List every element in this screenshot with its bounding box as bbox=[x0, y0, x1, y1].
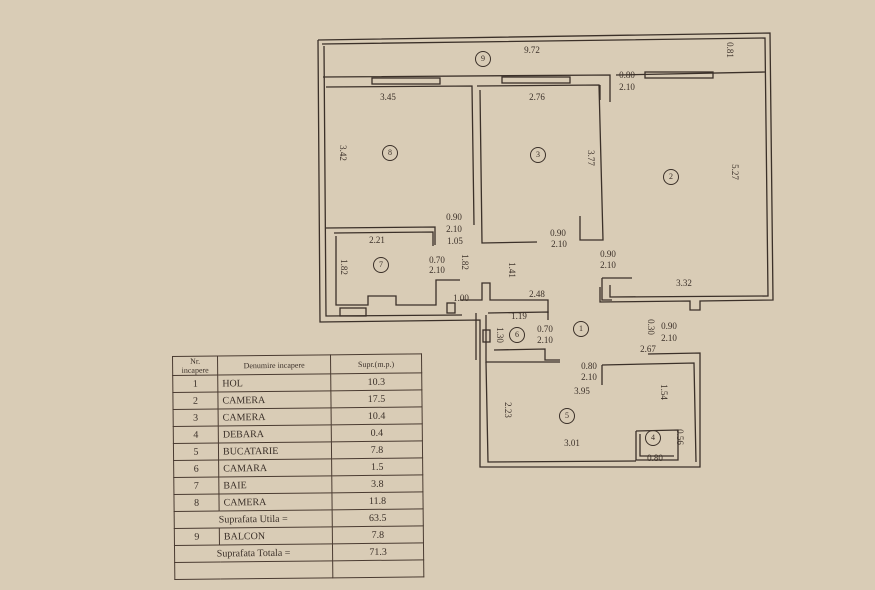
row-nr: 3 bbox=[173, 409, 219, 427]
room-marker-6: 6 bbox=[509, 327, 525, 343]
dim-room3-width: 2.76 bbox=[529, 92, 545, 102]
row-name: CAMERA bbox=[218, 492, 333, 512]
dim-door8-w: 0.90 bbox=[446, 212, 462, 222]
room-marker-3: 3 bbox=[530, 147, 546, 163]
header-area: Supr.(m.p.) bbox=[330, 353, 422, 374]
room-marker-2: 2 bbox=[663, 169, 679, 185]
row-nr: 7 bbox=[173, 477, 219, 495]
dim-room3-height: 3.77 bbox=[586, 150, 596, 166]
dim-hall-2-67: 2.67 bbox=[640, 344, 656, 354]
row-nr: 2 bbox=[172, 392, 219, 410]
row-area: 11.8 bbox=[331, 491, 424, 510]
dim-room7-height: 1.82 bbox=[339, 259, 349, 275]
dim-door6-h: 2.10 bbox=[537, 335, 553, 345]
table-header: Nr. incapere Denumire incapere Supr.(m.p… bbox=[172, 353, 422, 376]
row-nr: 1 bbox=[172, 375, 218, 393]
dim-door3-w: 0.90 bbox=[550, 228, 566, 238]
dim-door5-w: 0.80 bbox=[581, 361, 597, 371]
row-name: DEBARA bbox=[218, 424, 332, 444]
row-area: 0.4 bbox=[331, 423, 423, 442]
row-nr: 5 bbox=[173, 443, 219, 461]
dim-room8-width: 3.45 bbox=[380, 92, 396, 102]
room-area-table: Nr. incapere Denumire incapere Supr.(m.p… bbox=[172, 353, 424, 580]
dim-door8-h: 2.10 bbox=[446, 224, 462, 234]
dim-hall-1-41: 1.41 bbox=[507, 262, 517, 278]
row-nr: 4 bbox=[173, 426, 219, 444]
row-name: BUCATARIE bbox=[218, 441, 332, 461]
row-name: CAMERA bbox=[218, 407, 332, 427]
empty-cell bbox=[174, 560, 333, 580]
row-name: CAMARA bbox=[218, 458, 332, 478]
dim-balcony-width: 0.81 bbox=[725, 42, 735, 58]
room-marker-1: 1 bbox=[573, 321, 589, 337]
row-name: HOL bbox=[217, 373, 331, 393]
header-nr: Nr. incapere bbox=[172, 356, 218, 376]
dim-door-balcony-w: 0.80 bbox=[619, 70, 635, 80]
dim-room4-height: 0.56 bbox=[675, 429, 685, 445]
row-area: 3.8 bbox=[331, 474, 423, 493]
row-area: 10.3 bbox=[330, 372, 422, 391]
dim-door8-extra: 1.05 bbox=[447, 236, 463, 246]
room-marker-8: 8 bbox=[382, 145, 398, 161]
room-marker-9: 9 bbox=[475, 51, 491, 67]
dim-door6-w: 0.70 bbox=[537, 324, 553, 334]
dim-room2-height: 5.27 bbox=[730, 164, 740, 180]
header-name: Denumire incapere bbox=[217, 354, 331, 376]
room-marker-5: 5 bbox=[559, 408, 575, 424]
balcony-nr: 9 bbox=[174, 528, 220, 546]
dim-room8-height: 3.42 bbox=[338, 145, 348, 161]
row-area: 1.5 bbox=[331, 457, 423, 476]
row-area: 7.8 bbox=[331, 440, 423, 459]
dim-door7-h: 2.10 bbox=[429, 265, 445, 275]
dim-room4-width: 0.80 bbox=[647, 453, 663, 463]
dim-hall-2-48: 2.48 bbox=[529, 289, 545, 299]
dim-room6-width: 1.19 bbox=[511, 311, 527, 321]
dim-hall-1-82: 1.82 bbox=[460, 254, 470, 270]
dim-balcony-length: 9.72 bbox=[524, 45, 540, 55]
room-marker-4: 4 bbox=[645, 430, 661, 446]
row-nr: 6 bbox=[173, 460, 219, 478]
balcony-name: BALCON bbox=[219, 526, 333, 546]
dim-room5-bottom: 3.01 bbox=[564, 438, 580, 448]
dim-room5-height: 2.23 bbox=[503, 402, 513, 418]
useful-area-label: Suprafata Utila = bbox=[174, 509, 333, 529]
dim-door-entry-h: 2.10 bbox=[661, 333, 677, 343]
dim-door2-w: 0.90 bbox=[600, 249, 616, 259]
row-area: 10.4 bbox=[331, 406, 423, 425]
dim-door-entry-w: 0.90 bbox=[661, 321, 677, 331]
dim-room2-width: 3.32 bbox=[676, 278, 692, 288]
dim-room5-top: 3.95 bbox=[574, 386, 590, 396]
dim-door5-h: 2.10 bbox=[581, 372, 597, 382]
total-area-label: Suprafata Totala = bbox=[174, 543, 333, 563]
dim-door2-h: 2.10 bbox=[600, 260, 616, 270]
dim-room6-height: 1.30 bbox=[495, 327, 505, 343]
dim-room7-width: 2.21 bbox=[369, 235, 385, 245]
empty-row bbox=[174, 559, 424, 580]
balcony-area: 7.8 bbox=[332, 525, 424, 544]
row-name: BAIE bbox=[218, 475, 332, 495]
empty-cell bbox=[332, 559, 424, 578]
row-nr: 8 bbox=[173, 494, 220, 512]
dim-door7-w: 0.70 bbox=[429, 255, 445, 265]
row-name: CAMERA bbox=[217, 390, 332, 410]
dim-room5-right: 1.54 bbox=[659, 384, 669, 400]
dim-door3-h: 2.10 bbox=[551, 239, 567, 249]
room-marker-7: 7 bbox=[373, 257, 389, 273]
dim-hall-1-00: 1.00 bbox=[453, 293, 469, 303]
dim-hall-0-30: 0.30 bbox=[646, 319, 656, 335]
dim-door-balcony-h: 2.10 bbox=[619, 82, 635, 92]
row-area: 17.5 bbox=[330, 389, 423, 408]
useful-area-value: 63.5 bbox=[332, 508, 424, 527]
total-area-value: 71.3 bbox=[332, 542, 424, 561]
